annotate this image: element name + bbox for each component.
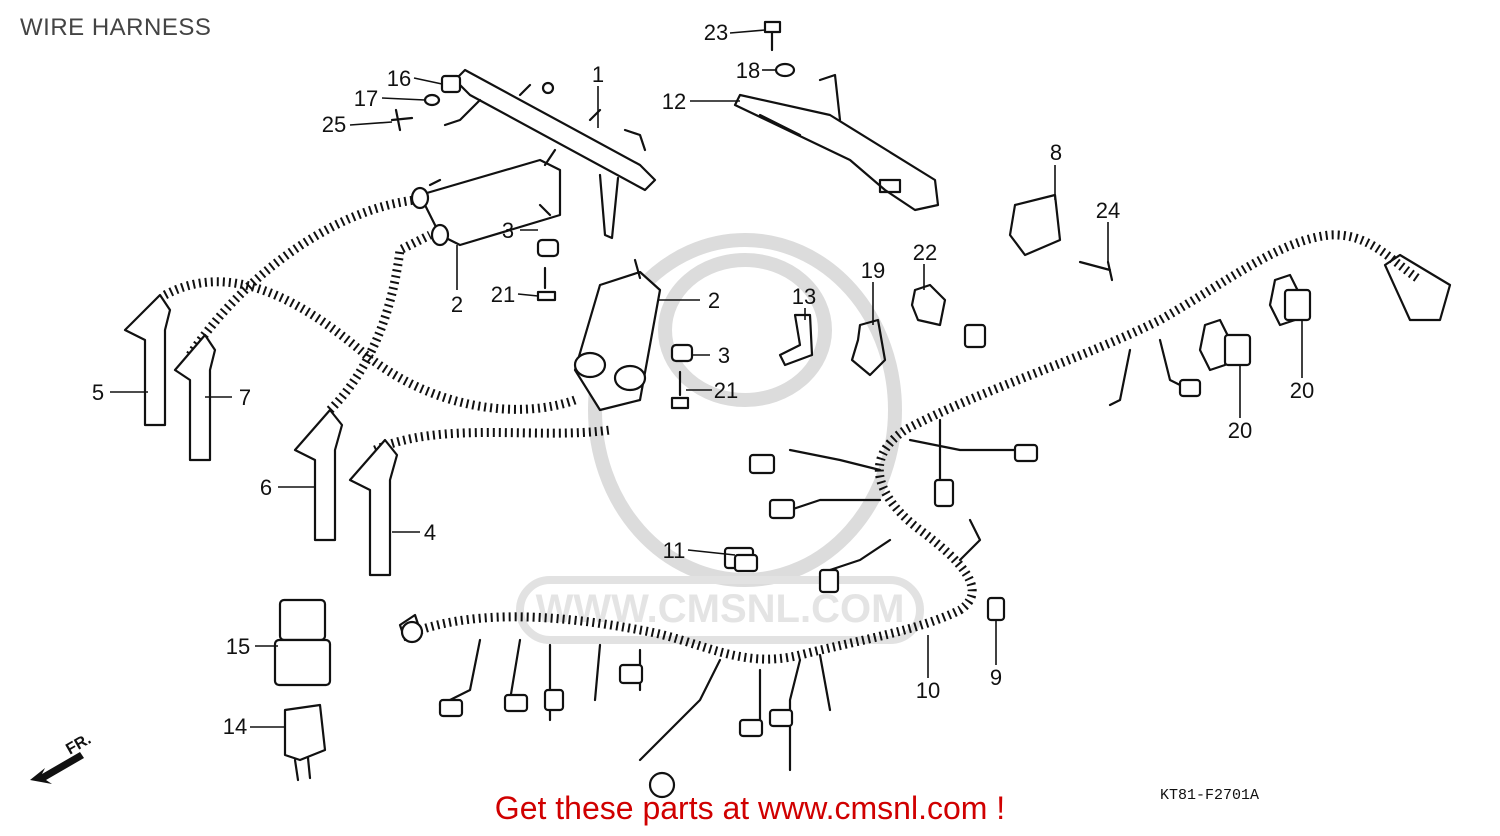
- callout-4: 4: [424, 520, 436, 545]
- part-connector-11[interactable]: [733, 553, 759, 573]
- callout-8: 8: [1050, 140, 1062, 165]
- callout-3-upper: 3: [502, 218, 514, 243]
- part-holder-20-right[interactable]: [1268, 273, 1312, 327]
- part-clamp-19[interactable]: [850, 318, 887, 377]
- part-nut-16[interactable]: [440, 74, 462, 94]
- callout-11: 11: [663, 538, 686, 563]
- part-washer-18[interactable]: [774, 62, 796, 78]
- callout-24: 24: [1096, 198, 1120, 223]
- part-plug-cap-6[interactable]: [293, 408, 344, 542]
- callout-7: 7: [239, 385, 251, 410]
- spark-plug-leads: [162, 195, 611, 455]
- callout-20-right: 20: [1290, 378, 1314, 403]
- part-plug-cap-7[interactable]: [173, 333, 217, 462]
- callout-18: 18: [736, 58, 760, 83]
- callout-12: 12: [662, 89, 686, 114]
- part-bolt-21-upper[interactable]: [536, 266, 557, 302]
- callout-2-lower-coil: 2: [708, 288, 720, 313]
- callout-21-upper: 21: [491, 282, 515, 307]
- part-clamp-22[interactable]: [910, 283, 947, 327]
- part-wire-harness-10[interactable]: [398, 230, 1452, 799]
- callout-23: 23: [704, 20, 728, 45]
- part-washer-17[interactable]: [423, 93, 441, 107]
- part-bolt-21-lower[interactable]: [670, 370, 690, 410]
- part-relay-14[interactable]: [283, 703, 327, 782]
- diagram-code: KT81-F2701A: [1160, 787, 1260, 804]
- part-ignition-coil-lower[interactable]: [573, 258, 662, 412]
- callout-labels: 1 2 2 3 3 4 5 6 7 8 9 10 11 12 13 14 15 …: [92, 20, 1314, 739]
- callout-19: 19: [861, 258, 885, 283]
- part-grommet-3-lower[interactable]: [670, 343, 694, 363]
- page-title: WIRE HARNESS: [20, 14, 212, 41]
- callout-1: 1: [592, 62, 604, 87]
- callout-17: 17: [354, 86, 378, 111]
- part-plug-cap-4[interactable]: [348, 438, 399, 577]
- callout-15: 15: [226, 634, 250, 659]
- callout-14: 14: [223, 714, 247, 739]
- callout-6: 6: [260, 475, 272, 500]
- part-plug-cap-5[interactable]: [123, 293, 172, 427]
- callout-13: 13: [792, 284, 816, 309]
- part-clamp-13[interactable]: [778, 313, 814, 367]
- part-regulator-8[interactable]: [1008, 193, 1062, 257]
- part-relay-15[interactable]: [273, 598, 332, 687]
- part-grommet-3-upper[interactable]: [536, 238, 560, 258]
- leader-lines: [110, 29, 1303, 728]
- callout-9: 9: [990, 665, 1002, 690]
- part-ignition-coil-upper[interactable]: [410, 148, 562, 247]
- front-arrow-icon: [30, 752, 84, 784]
- part-connector-9[interactable]: [986, 596, 1006, 622]
- callout-21-lower: 21: [714, 378, 738, 403]
- callout-20-left: 20: [1228, 418, 1252, 443]
- callout-3-lower: 3: [718, 343, 730, 368]
- callout-25: 25: [322, 112, 346, 137]
- part-bolt-24[interactable]: [1078, 260, 1114, 282]
- promo-link[interactable]: Get these parts at www.cmsnl.com !: [494, 790, 1006, 826]
- callout-10: 10: [916, 678, 940, 703]
- watermark-text: WWW.CMSNL.COM: [536, 587, 905, 631]
- watermark-logo: WWW.CMSNL.COM: [516, 233, 924, 644]
- callout-2-upper-coil: 2: [451, 292, 463, 317]
- part-bolt-25[interactable]: [390, 108, 414, 132]
- part-bolt-23[interactable]: [763, 20, 782, 52]
- callout-16: 16: [387, 66, 411, 91]
- callout-5: 5: [92, 380, 104, 405]
- part-holder-20-left[interactable]: [1198, 318, 1252, 372]
- part-bracket-12[interactable]: [733, 73, 940, 212]
- callout-22: 22: [913, 240, 937, 265]
